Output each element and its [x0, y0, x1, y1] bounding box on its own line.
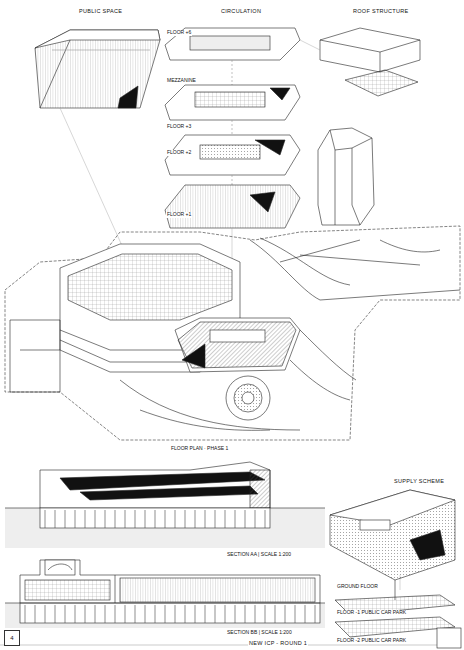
- drawing-label: SECTION BB | SCALE 1:200: [226, 630, 293, 636]
- page-number: 4: [10, 635, 13, 641]
- drawing-label: MEZZANINE: [166, 78, 197, 84]
- drawing-label: FLOOR +1: [166, 212, 192, 218]
- drawing-label: FLOOR -2 PUBLIC CAR PARK: [336, 638, 407, 644]
- drawing-label: SECTION AA | SCALE 1:200: [226, 552, 292, 558]
- drawing-label: PUBLIC SPACE: [78, 8, 123, 14]
- drawing-label: FLOOR +3: [166, 124, 192, 130]
- drawing-label: FLOOR +2: [166, 150, 192, 156]
- drawing-label: ROOF STRUCTURE: [352, 8, 410, 14]
- drawing-label: SUPPLY SCHEME: [393, 478, 445, 484]
- drawing-label: FLOOR -1 PUBLIC CAR PARK: [336, 610, 407, 616]
- drawing-label: GROUND FLOOR: [336, 584, 379, 590]
- drawing-label: FLOOR PLAN · PHASE 1: [170, 446, 229, 452]
- drawing-label: NEW ICP - ROUND 1: [248, 640, 308, 646]
- page-number-box: 4: [4, 630, 20, 646]
- drawing-label: FLOOR +6: [166, 30, 192, 36]
- drawing-label: CIRCULATION: [220, 8, 262, 14]
